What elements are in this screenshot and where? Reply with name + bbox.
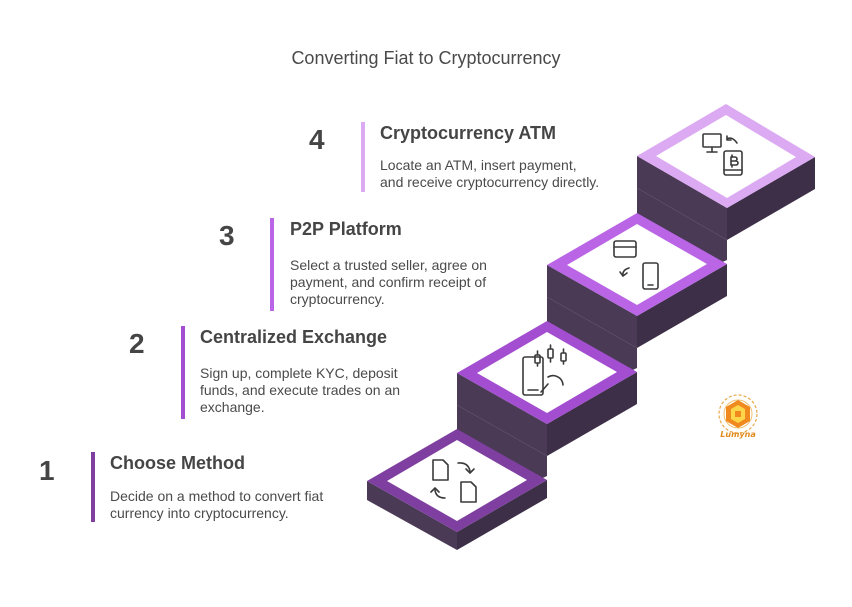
step-2-heading: Centralized Exchange (200, 327, 388, 347)
step-3-desc-line: Select a trusted seller, agree on (290, 257, 487, 273)
step-1-block (367, 405, 547, 550)
step-4-riser-left (637, 156, 727, 240)
step-2-desc-line: exchange. (200, 399, 265, 415)
step-1-description: Decide on a method to convert fiat curre… (110, 488, 360, 522)
step-1-desc-line: Decide on a method to convert fiat (110, 488, 324, 504)
step-4-riser-right (727, 157, 815, 240)
step-4-block (637, 104, 815, 240)
step-1-riser-right (457, 480, 547, 550)
step-3-bar (270, 218, 274, 311)
step-2-desc-line: funds, and execute trades on an (200, 382, 401, 398)
step-4-number: 4 (309, 124, 325, 155)
step-3-number: 3 (219, 220, 235, 251)
step-4-top-inner (656, 115, 796, 198)
trading-tablet-icon (522, 344, 567, 396)
step-2-number: 2 (129, 328, 145, 359)
step-2-riser-right (547, 372, 637, 456)
step-3-description: Select a trusted seller, agree on paymen… (290, 257, 530, 308)
step-1-desc-line: currency into cryptocurrency. (110, 505, 289, 521)
step-2-desc-line: Sign up, complete KYC, deposit (200, 365, 398, 381)
document-exchange-icon (430, 459, 477, 503)
step-1-heading: Choose Method (110, 453, 245, 473)
step-2-description: Sign up, complete KYC, deposit funds, an… (200, 365, 440, 416)
step-3-riser-left (547, 265, 637, 348)
step-4-desc-line: and receive cryptocurrency directly. (380, 174, 600, 190)
step-1-top-inner (387, 440, 527, 521)
step-4-heading: Cryptocurrency ATM (380, 123, 557, 143)
diagram-title: Converting Fiat to Cryptocurrency (291, 48, 561, 68)
step-2-block (457, 297, 637, 456)
step-3-desc-line: payment, and confirm receipt of (290, 274, 487, 290)
step-1-number: 1 (39, 455, 55, 486)
card-to-phone-icon (613, 240, 659, 290)
step-4-bar (361, 122, 365, 192)
step-2-top-inner (477, 332, 617, 413)
step-3-block (547, 188, 727, 348)
step-3-riser-right (637, 264, 727, 348)
lumyna-logo-icon (718, 394, 758, 434)
step-2-bar (181, 326, 185, 419)
step-4-desc-line: Locate an ATM, insert payment, (380, 157, 577, 173)
step-2-riser-left (457, 373, 547, 456)
monitor-bitcoin-icon (702, 133, 743, 176)
step-3-desc-line: cryptocurrency. (290, 291, 385, 307)
step-4-description: Locate an ATM, insert payment, and recei… (380, 157, 640, 191)
step-1-bar (91, 452, 95, 522)
step-3-heading: P2P Platform (290, 219, 402, 239)
lumyna-logo-text: Lumyna (720, 430, 755, 439)
step-3-top-inner (567, 224, 707, 305)
step-1-riser-left (367, 481, 457, 550)
